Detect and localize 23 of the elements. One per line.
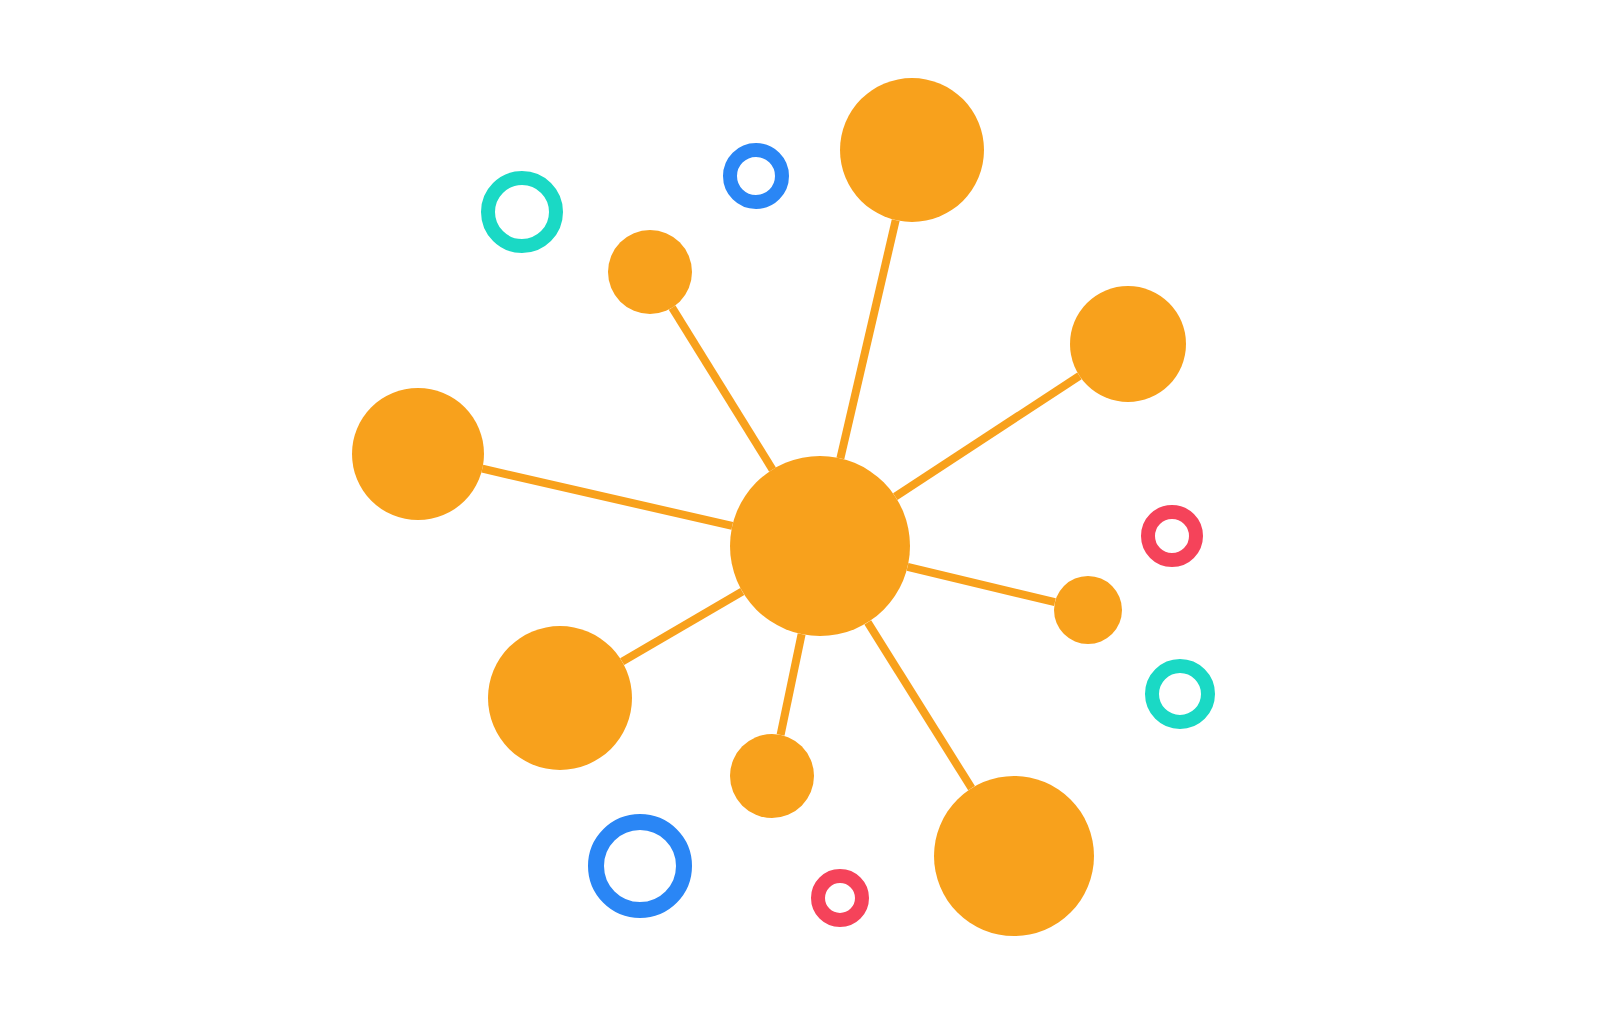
connector-line [620, 587, 745, 666]
ring [723, 143, 789, 209]
circle-node [488, 626, 632, 770]
circle-node [934, 776, 1094, 936]
connector-line [864, 620, 975, 791]
ring [811, 869, 869, 927]
ring [1141, 505, 1203, 567]
circle-node [608, 230, 692, 314]
connector-line [668, 305, 776, 472]
ring [481, 171, 563, 253]
connector-line [836, 219, 900, 460]
circle-node [352, 388, 484, 520]
connector-line [776, 633, 806, 736]
circle-node [1070, 286, 1186, 402]
ring [1145, 659, 1215, 729]
connector-line [893, 372, 1082, 500]
connector-line [481, 464, 734, 530]
circle-node [730, 456, 910, 636]
connector-line [906, 563, 1056, 606]
circle-node [1054, 576, 1122, 644]
ring [588, 814, 692, 918]
circle-node [840, 78, 984, 222]
circle-node [730, 734, 814, 818]
